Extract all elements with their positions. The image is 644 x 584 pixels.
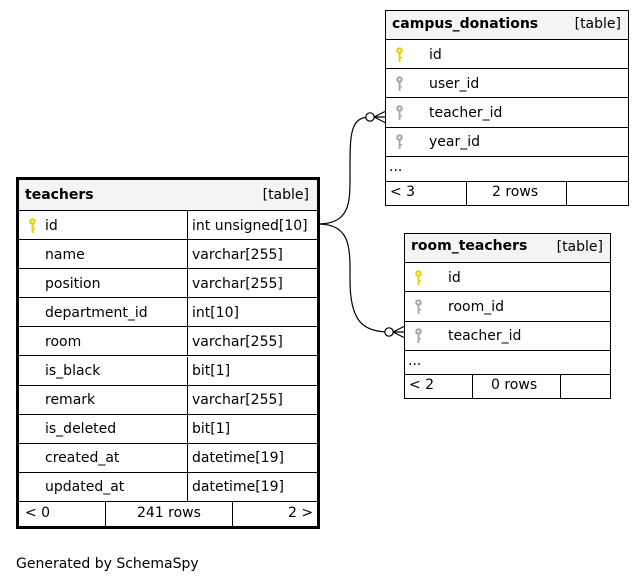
column-name: is_black (45, 363, 101, 380)
column-row[interactable]: room varchar[255] (19, 327, 317, 357)
column-name: id (45, 217, 58, 234)
column-divider (187, 443, 188, 472)
foreign-key-icon (414, 298, 423, 316)
foreign-key-icon (414, 327, 423, 345)
column-name: room_id (448, 298, 504, 315)
column-row[interactable]: is_black bit[1] (19, 356, 317, 386)
divider (466, 182, 467, 206)
column-type: bit[1] (192, 363, 231, 380)
generated-by-label: Generated by SchemaSpy (16, 556, 199, 572)
table-header: campus_donations [table] (386, 11, 628, 40)
column-name: department_id (45, 304, 148, 321)
column-type: varchar[255] (192, 246, 283, 263)
divider (105, 502, 106, 526)
column-type: varchar[255] (192, 392, 283, 409)
column-type: bit[1] (192, 421, 231, 438)
column-name: teacher_id (448, 328, 522, 345)
table-name: room_teachers (411, 238, 528, 254)
column-row[interactable]: remark varchar[255] (19, 385, 317, 415)
row-count: 0 rows (491, 377, 538, 393)
ellipsis-row: ... (405, 351, 610, 375)
more-columns: ... (408, 353, 422, 369)
column-row[interactable]: id (405, 263, 610, 293)
table-name: teachers (25, 187, 94, 203)
column-divider (187, 414, 188, 443)
link-teachers-campus-donations (317, 116, 371, 225)
divider (560, 375, 561, 399)
parents-count: < 2 (409, 377, 435, 393)
column-name: user_id (429, 75, 480, 92)
table-header: room_teachers [table] (405, 234, 610, 263)
column-row[interactable]: id (386, 40, 628, 70)
column-name: id (429, 46, 442, 63)
column-name: teacher_id (429, 104, 503, 121)
column-name: year_id (429, 134, 481, 151)
column-divider (187, 385, 188, 414)
column-type: datetime[19] (192, 450, 284, 467)
column-row[interactable]: name varchar[255] (19, 240, 317, 270)
column-divider (187, 269, 188, 298)
column-row[interactable]: position varchar[255] (19, 269, 317, 299)
ellipsis-row: ... (386, 157, 628, 182)
table-tag: [table] (262, 187, 309, 203)
table-footer: < 0 241 rows 2 > (19, 502, 317, 526)
more-columns: ... (389, 159, 403, 175)
table-name: campus_donations (392, 16, 539, 32)
column-divider (187, 356, 188, 385)
column-name: position (45, 275, 101, 292)
column-name: id (448, 269, 461, 286)
column-row[interactable]: is_deleted bit[1] (19, 414, 317, 444)
table-footer: < 2 0 rows (405, 375, 610, 399)
column-row[interactable]: department_id int[10] (19, 298, 317, 328)
table-header: teachers [table] (19, 180, 317, 211)
divider (232, 502, 233, 526)
column-row[interactable]: room_id (405, 292, 610, 322)
column-row[interactable]: updated_at datetime[19] (19, 472, 317, 502)
optional-marker-campus-donations (365, 112, 375, 122)
column-name: remark (45, 392, 96, 409)
table-footer: < 3 2 rows (386, 182, 628, 206)
column-row[interactable]: teacher_id (386, 98, 628, 128)
table-room-teachers[interactable]: room_teachers [table] id room_id teacher_i… (404, 233, 611, 399)
column-name: room (45, 333, 82, 350)
children-count: 2 > (288, 505, 314, 521)
column-divider (187, 240, 188, 269)
primary-key-icon (395, 46, 404, 64)
column-row[interactable]: id int unsigned[10] (19, 211, 317, 241)
table-tag: [table] (556, 239, 603, 255)
optional-marker-room-teachers (384, 327, 394, 337)
column-type: datetime[19] (192, 479, 284, 496)
table-teachers[interactable]: teachers [table] id int unsigned[10] name v… (16, 177, 320, 529)
table-tag: [table] (574, 16, 621, 32)
column-type: int unsigned[10] (192, 217, 308, 234)
column-row[interactable]: created_at datetime[19] (19, 443, 317, 473)
column-row[interactable]: teacher_id (405, 322, 610, 351)
row-count: 2 rows (492, 184, 539, 200)
column-name: created_at (45, 450, 120, 467)
foreign-key-icon (395, 75, 404, 93)
foreign-key-icon (395, 104, 404, 122)
divider (472, 375, 473, 399)
column-divider (187, 327, 188, 356)
column-type: varchar[255] (192, 333, 283, 350)
link-teachers-room-teachers (317, 223, 390, 333)
primary-key-icon (28, 217, 37, 235)
column-type: int[10] (192, 304, 239, 321)
row-count: 241 rows (137, 505, 201, 521)
column-divider (187, 298, 188, 327)
column-divider (187, 211, 188, 240)
parents-count: < 0 (25, 505, 51, 521)
column-type: varchar[255] (192, 275, 283, 292)
foreign-key-icon (395, 133, 404, 151)
column-row[interactable]: year_id (386, 128, 628, 157)
column-name: updated_at (45, 479, 125, 496)
divider (566, 182, 567, 206)
parents-count: < 3 (390, 184, 416, 200)
column-row[interactable]: user_id (386, 69, 628, 99)
column-divider (187, 472, 188, 501)
column-name: is_deleted (45, 421, 117, 438)
column-name: name (45, 246, 85, 263)
primary-key-icon (414, 269, 423, 287)
